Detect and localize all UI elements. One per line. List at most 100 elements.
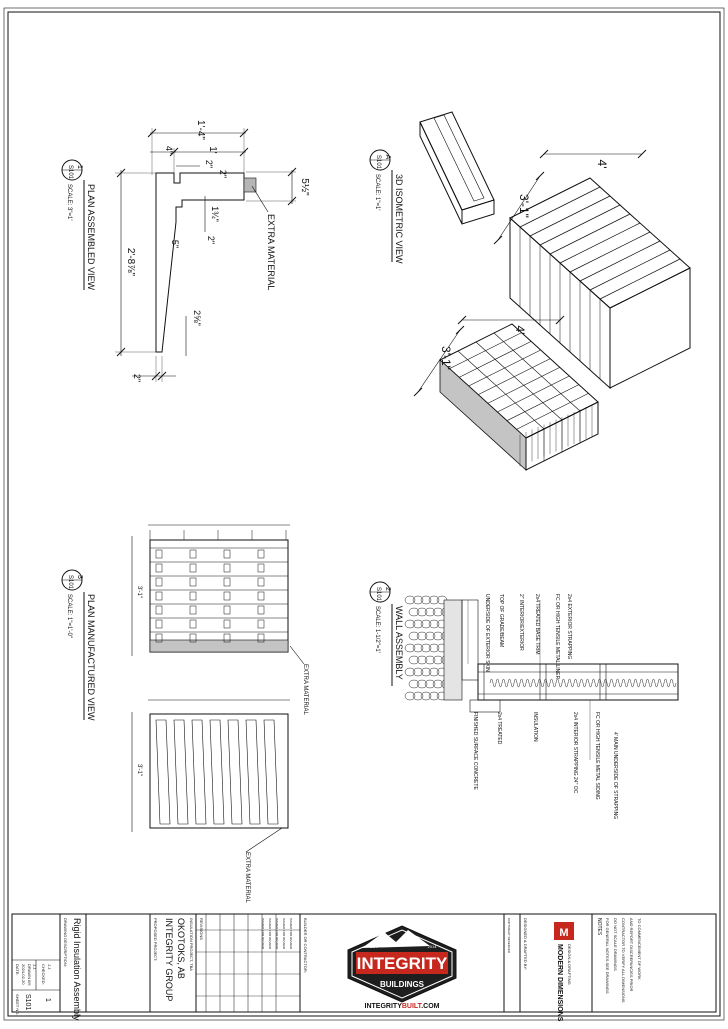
view-2-sheet: S101 [375,587,381,602]
drawing-desc-label: DRAWING DESCRIPTION: [63,918,68,967]
view-a-title: 3D ISOMETRIC VIEW [394,174,404,264]
note-3: CONTRACTOR TO VERIFY ALL DIMENSIONS [621,918,626,1003]
project-sub: INSULATION PROJECT, TBA [189,918,194,971]
view-2-title-tag: 2 S101 WALL ASSEMBLY SCALE: 1-1/2"=1' [369,581,404,686]
logo-brand: INTEGRITY [357,954,448,973]
plan-manufactured-view: 3'-1" 3'-1" EXTRA MATERIAL EXTRA MATERIA… [61,524,308,904]
dim-bottom-2: 2" [132,374,142,382]
designer-label: DESIGNED & DRAFTED BY: [523,918,528,970]
revision-entry: ISSUED FOR REVIEW [261,918,265,949]
iso-dim-width-bottom: 4' [513,326,527,335]
checked-label: CHECKED: [41,964,46,985]
wall-notes-left: 2x4 EXTERIOR STRAPPING FC OR HIGH TENSIL… [484,594,572,680]
page-number: 1 [44,998,51,1002]
extra-material-hatch [243,177,257,193]
view-1-title-tag: 1 S101 PLAN ASSEMBLED VIEW SCALE: 3"=1' [61,159,96,291]
wall-note-insulation: INSULATION [532,712,538,742]
view-a-sheet: S101 [375,155,381,170]
manufactured-block-top [149,539,289,653]
integrity-logo: INTEGRITY BUILDINGS EST. 2014 [347,925,457,1003]
sheet-outer-border [3,7,725,1021]
dim-notch-2b: 2" [218,170,228,178]
wall-note-ext-strapping: 2x4 EXTERIOR STRAPPING [566,594,572,659]
dim-tab-depth: 1¾" [210,206,220,222]
revisions-heading: REVISIONS [199,918,204,940]
date-label: DATE: [15,964,20,975]
view-a-title-tag: A S101 3D ISOMETRIC VIEW SCALE: 1"=1' [369,149,404,264]
note-1: FOR GENERAL NOTES SEE DRAWINGS [605,918,610,994]
extra-material-label: EXTRA MATERIAL [266,214,276,290]
view-1-sheet: S101 [67,165,73,180]
view-a-scale: SCALE: 1"=1' [374,174,380,210]
dim-length: 2'-8⅞" [125,248,136,277]
title-block: DATE: 2024-02-20 DRAWN BY: J.J. CHECKED:… [11,913,717,1022]
designer-fine-print: COPYRIGHT RESERVED [507,918,511,954]
notes-heading: NOTES [596,918,602,936]
wall-note-concrete: FINISHED SURFACE CONCRETE [472,712,478,790]
view-2-title: WALL ASSEMBLY [394,606,404,680]
logo-est: EST. [370,944,378,949]
insulation-profile [155,172,245,353]
sheet-border [7,11,721,1017]
svg-text:3'-1": 3'-1" [136,586,142,598]
designer-sub: DESIGN & DRAFTING [567,944,572,985]
date-value: 2024-02-20 [21,964,26,985]
wall-note-grade: TOP OF GRADE/BEAM [498,594,504,647]
wall-note-main-strapping: 4' MAIN UNDERSIDE OF STRAPPING [612,732,618,819]
checked-value: J.J. [47,964,52,970]
revision-entry: ISSUED FOR REVIEW [289,918,293,949]
view-3-title-tag: 3 S101 PLAN MANUFACTURED VIEW SCALE: 1"=… [61,569,96,721]
view-3-scale: SCALE: 1"=1'-0" [66,594,72,638]
revision-entry: ISSUED FOR REVIEW [268,918,272,949]
website: INTEGRITYBUILT.COM [365,1003,440,1010]
wall-note-metal-siding: FC OR HIGH TENSILE METAL SIDING [594,712,600,800]
designer-name: MODERN DIMENSIONS [556,944,563,1022]
view-3-sheet: S101 [67,575,73,590]
builder-label: BUILDER OR CONTRACTOR: [303,918,308,973]
view-a-letter: A [384,155,391,160]
view-3-title: PLAN MANUFACTURED VIEW [86,594,96,721]
modern-dimensions-logo-icon: M [554,922,574,940]
view-2-number: 2 [384,587,391,591]
svg-text:M: M [559,927,568,939]
project-label: PROPOSED PROJECT: [153,918,158,961]
drawn-value: J.J. [32,964,37,970]
plan-assembled-view: 1'-4" 1' 4" 2" 2" 5½" 1¾" 2" 5" 2'-8⅞" 2… [61,120,310,382]
project-location: OKOTOKS, AB [176,918,186,979]
dim-left-4: 4" [164,146,174,154]
dim-overall-width: 1'-4" [195,120,206,140]
dim-notch-2c: 2" [206,236,216,244]
view-1-scale: SCALE: 3"=1' [66,184,72,220]
wall-note-interior-exterior: 2" INTERIOR/EXTERIOR [518,594,524,651]
revision-entry: ISSUED FOR REVIEW [282,918,286,949]
dim-taper: 2⅝" [192,310,202,326]
sheet-number: S101 [24,994,31,1010]
isometric-stack-top [509,177,691,390]
view-1-title: PLAN ASSEMBLED VIEW [86,184,96,291]
iso-dim-height-top: 3'-1" [517,194,531,218]
wall-note-metal-liner: FC OR HIGH TENSILE METAL LINER [554,594,560,680]
dim-depth: 5½" [299,178,310,196]
dim-inner-width: 1' [207,146,218,154]
isometric-view: 4' 3'-1" 4' 3'-1" A S101 3D ISOMETRIC VI… [369,111,691,471]
note-4: AND REPORT DISCREPANCIES PRIOR [629,918,634,991]
revision-entry: ISSUED FOR REVIEW [275,918,279,949]
drawing-title: Rigid Insulation Assembly [72,918,82,1021]
isometric-stack-bottom [439,323,599,471]
view-1-number: 1 [76,165,83,169]
dim-notch-2a: 2" [204,160,214,168]
logo-year: 2014 [428,944,438,949]
manufactured-block-bottom [149,713,289,829]
note-5: TO COMMENCEMENT OF WORK [637,918,642,980]
extra-material-b: EXTRA MATERIAL [244,852,250,904]
wall-note-int-strapping: 2x4 INTERIOR STRAPPING 24" OC [572,712,578,794]
iso-dim-width-top: 4' [595,160,609,169]
logo-brand-sub: BUILDINGS [380,980,425,989]
wall-note-base-trim: 2x4 TREATED BASE TRIM [534,594,540,655]
svg-text:3'-1": 3'-1" [136,764,142,776]
view-2-scale: SCALE: 1-1/2"=1' [374,606,380,653]
wall-note-exterior-skin: UNDERSIDE OF EXTERIOR SKIN [484,594,490,672]
view-3-number: 3 [76,575,83,579]
wall-note-treated: 2x4 TREATED [496,712,502,745]
